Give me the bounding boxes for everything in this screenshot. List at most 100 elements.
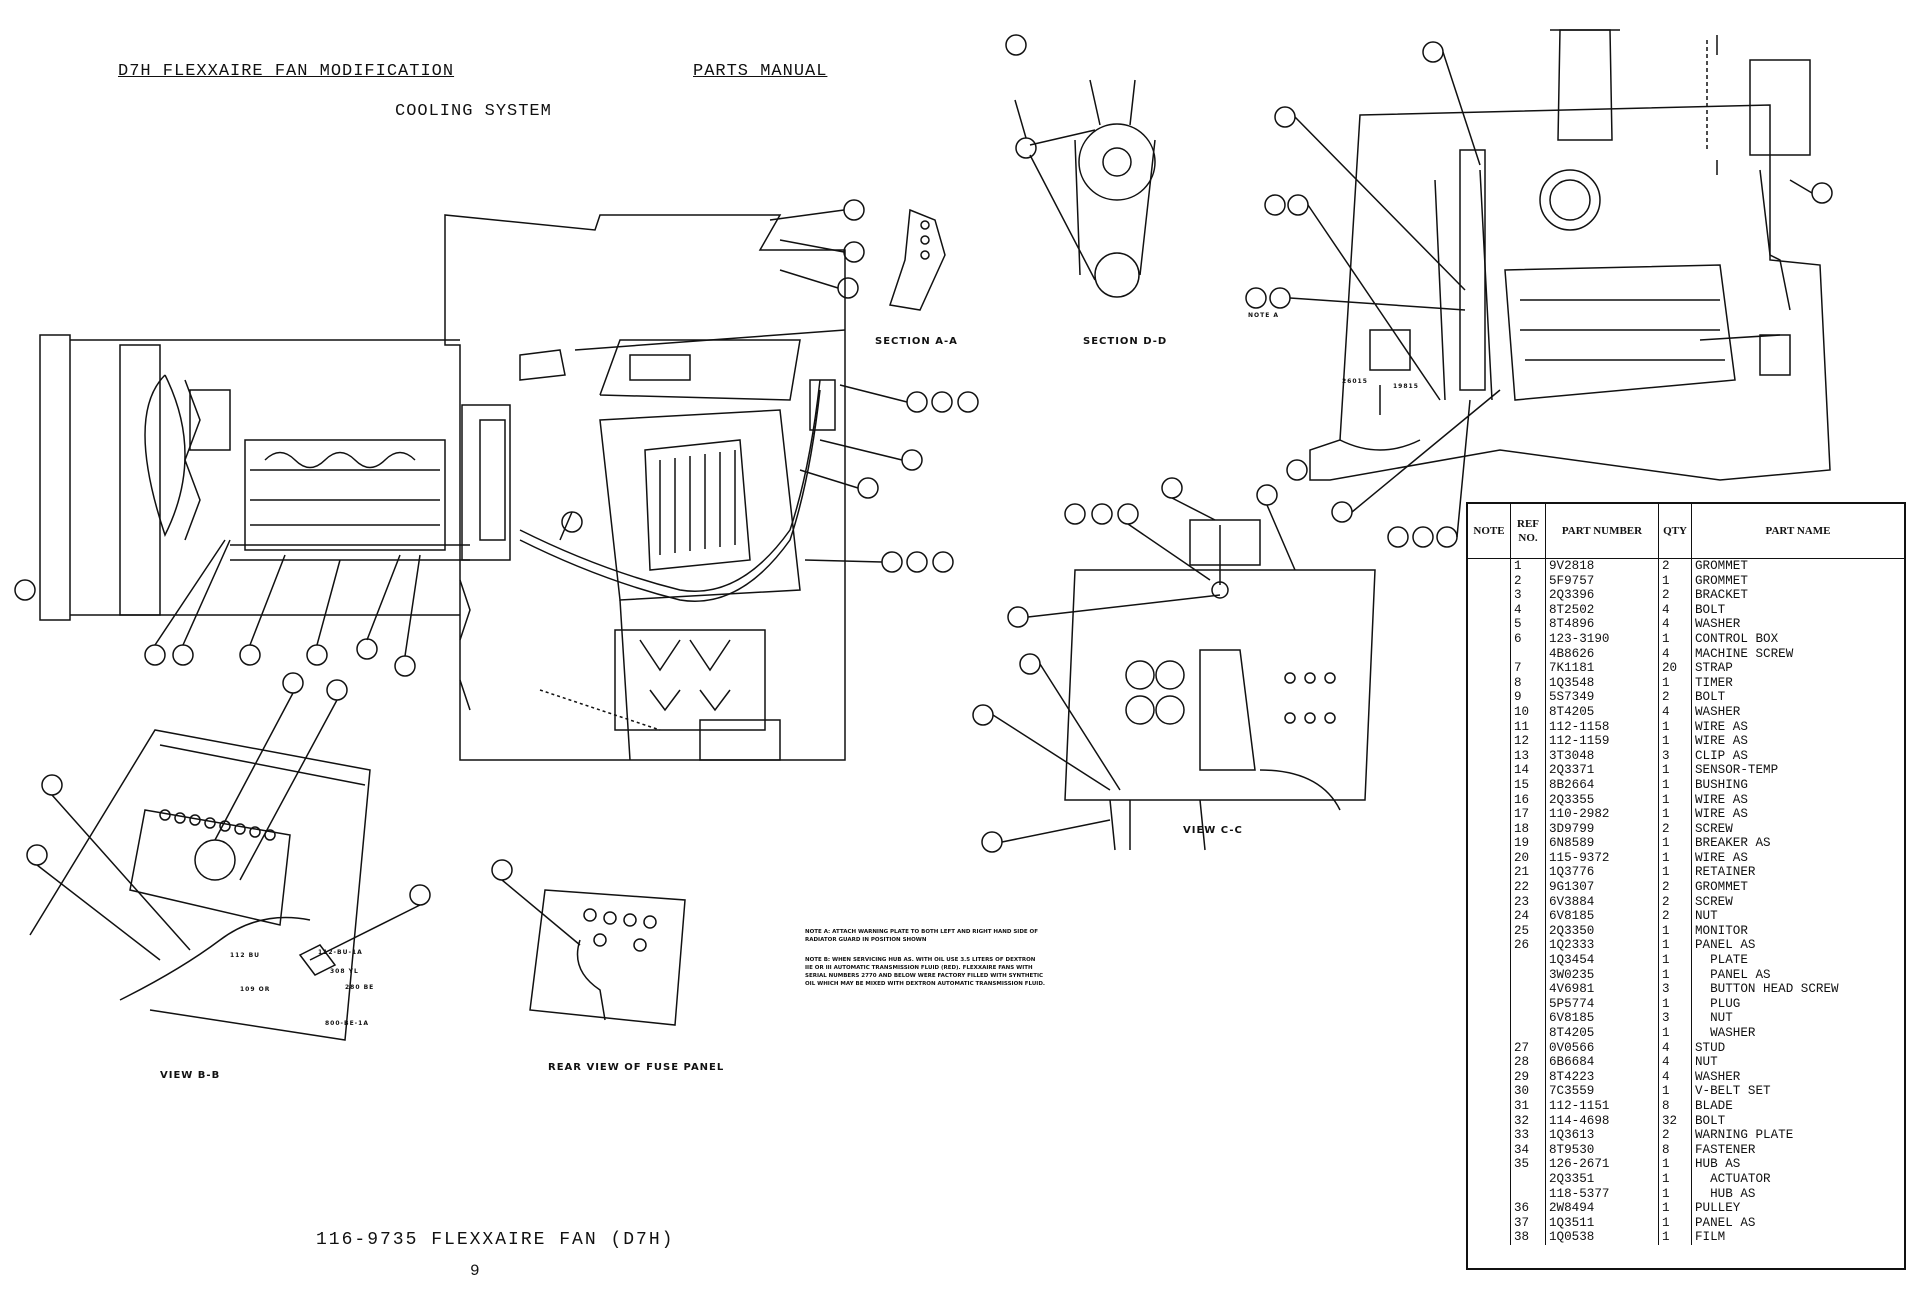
cell-qty: 1 xyxy=(1658,1186,1692,1202)
cell-name: TIMER xyxy=(1695,675,1733,690)
cell-name: CONTROL BOX xyxy=(1695,631,1779,646)
cell-ref xyxy=(1510,646,1546,662)
cell-name: WASHER xyxy=(1695,1069,1741,1084)
cell-part: 3D9799 xyxy=(1545,821,1659,837)
cell-note xyxy=(1468,850,1511,866)
cell-note xyxy=(1468,1055,1511,1070)
cell-ref: 38 xyxy=(1510,1230,1546,1245)
fuse-panel-label: REAR VIEW OF FUSE PANEL xyxy=(548,1062,725,1073)
cell-part: 1Q2333 xyxy=(1545,938,1659,954)
cell-part: 112-1158 xyxy=(1545,719,1659,735)
wire-tag: 112 BU xyxy=(230,952,261,959)
cell-qty: 1 xyxy=(1658,1026,1692,1041)
cell-note xyxy=(1468,996,1511,1012)
cell-note xyxy=(1468,1128,1511,1143)
cell-part: 9V2818 xyxy=(1545,558,1659,574)
callout-circles-left xyxy=(144,199,979,677)
cell-name: BOLT xyxy=(1695,1113,1726,1128)
cell-name: RETAINER xyxy=(1695,865,1756,880)
cell-name: WARNING PLATE xyxy=(1695,1128,1794,1143)
tractor-top-view xyxy=(14,214,846,761)
cell-qty: 1 xyxy=(1658,1157,1692,1172)
cell-qty: 1 xyxy=(1658,631,1692,647)
cell-note xyxy=(1468,617,1511,632)
cell-name: WIRE AS xyxy=(1695,719,1748,734)
cell-note xyxy=(1468,558,1511,574)
cell-name: STRAP xyxy=(1695,661,1733,676)
cell-part: 126-2671 xyxy=(1545,1157,1659,1172)
cell-ref: 14 xyxy=(1510,763,1546,778)
cell-note xyxy=(1468,1069,1511,1085)
cell-note xyxy=(1468,719,1511,735)
cell-name: PULLEY xyxy=(1695,1201,1741,1216)
cell-qty: 1 xyxy=(1658,807,1692,822)
cell-name: MONITOR xyxy=(1695,923,1748,938)
cell-note xyxy=(1468,1215,1511,1231)
cell-part: 2Q3396 xyxy=(1545,588,1659,603)
fuse-panel-drawing xyxy=(491,859,686,1026)
cell-qty: 1 xyxy=(1658,953,1692,968)
cell-qty: 1 xyxy=(1658,1201,1692,1216)
cell-ref: 31 xyxy=(1510,1098,1546,1114)
cell-ref: 27 xyxy=(1510,1040,1546,1056)
cell-qty: 1 xyxy=(1658,792,1692,808)
cell-name: PLATE xyxy=(1695,953,1748,968)
cell-part: 1Q0538 xyxy=(1545,1230,1659,1245)
cell-note xyxy=(1468,1230,1511,1245)
cell-name: MACHINE SCREW xyxy=(1695,646,1794,661)
cell-name: GROMMET xyxy=(1695,880,1748,895)
cell-part: 8T4896 xyxy=(1545,617,1659,632)
cell-note xyxy=(1468,704,1511,720)
cell-name: WIRE AS xyxy=(1695,734,1748,749)
cell-ref: 22 xyxy=(1510,880,1546,895)
side-elevation-drawing xyxy=(1245,29,1833,548)
cell-name: PLUG xyxy=(1695,996,1741,1011)
cell-qty: 8 xyxy=(1658,1142,1692,1158)
cell-part: 2W8494 xyxy=(1545,1201,1659,1216)
cell-note xyxy=(1468,1186,1511,1202)
cell-name: BUSHING xyxy=(1695,777,1748,792)
cell-note xyxy=(1468,1171,1511,1187)
cell-part: 3T3048 xyxy=(1545,748,1659,764)
cell-part: 2Q3355 xyxy=(1545,792,1659,808)
section-aa-drawing xyxy=(889,208,946,311)
cell-qty: 2 xyxy=(1658,821,1692,837)
cell-part: 8B2664 xyxy=(1545,777,1659,793)
cell-ref: 10 xyxy=(1510,704,1546,720)
cell-ref xyxy=(1510,967,1546,983)
cell-qty: 1 xyxy=(1658,719,1692,735)
cell-note xyxy=(1468,836,1511,851)
cell-ref: 11 xyxy=(1510,719,1546,735)
cell-name: ACTUATOR xyxy=(1695,1171,1771,1186)
cell-name: PANEL AS xyxy=(1695,938,1756,953)
cell-note xyxy=(1468,734,1511,749)
view-cc-drawing xyxy=(972,477,1376,853)
view-bb-label: VIEW B-B xyxy=(160,1070,221,1081)
cell-qty: 32 xyxy=(1658,1113,1692,1129)
cell-ref: 17 xyxy=(1510,807,1546,822)
cell-part: 3W0235 xyxy=(1545,967,1659,983)
view-cc-label: VIEW C-C xyxy=(1183,825,1243,836)
cell-ref: 36 xyxy=(1510,1201,1546,1216)
cell-part: 1Q3776 xyxy=(1545,865,1659,881)
dimension-label: 19815 xyxy=(1393,383,1419,390)
cell-note xyxy=(1468,938,1511,954)
cell-ref: 24 xyxy=(1510,909,1546,924)
